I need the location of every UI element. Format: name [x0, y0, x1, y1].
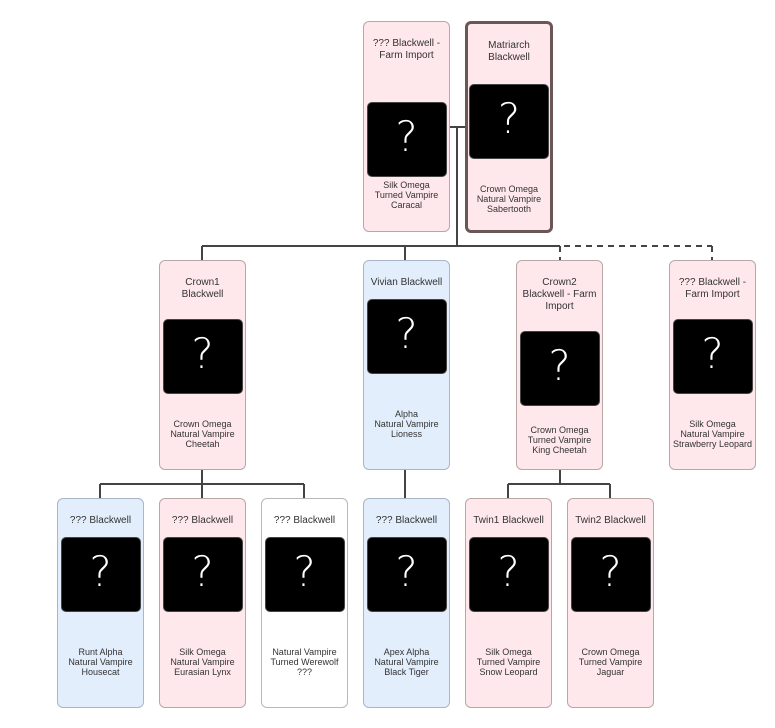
trait-line: Lioness	[390, 429, 423, 439]
person-name: Twin2 Blackwell	[575, 515, 646, 526]
trait-line: Alpha	[394, 409, 419, 419]
person-name: Vivian Blackwell	[370, 277, 443, 288]
portrait-placeholder-icon: ?	[162, 319, 243, 394]
question-mark-icon: ?	[599, 547, 622, 596]
trait-line: Crown Omega	[479, 184, 539, 194]
person-name: ??? Blackwell	[69, 515, 132, 526]
question-mark-icon: ?	[497, 94, 521, 143]
portrait-placeholder-icon: ?	[469, 84, 549, 159]
person-name: Crown1 Blackwell	[181, 277, 224, 300]
portrait-placeholder-icon: ?	[672, 319, 753, 394]
question-mark-icon: ?	[395, 547, 418, 596]
portrait-placeholder-icon: ?	[519, 331, 600, 406]
trait-line: Strawberry Leopard	[672, 439, 753, 449]
trait-line: Natural Vampire	[170, 429, 235, 439]
trait-line: Silk Omega	[689, 419, 736, 429]
trait-line: Silk Omega	[383, 180, 430, 190]
trait-line: Crown Omega	[173, 419, 232, 429]
portrait-placeholder-icon: ?	[162, 537, 243, 612]
question-mark-icon: ?	[191, 329, 214, 378]
trait-line: Natural Vampire	[170, 657, 235, 667]
trait-line: Natural Vampire	[680, 429, 745, 439]
trait-line: Silk Omega	[179, 647, 226, 657]
question-mark-icon: ?	[293, 547, 316, 596]
trait-line: Apex Alpha	[383, 647, 430, 657]
trait-line: King Cheetah	[532, 445, 587, 455]
person-name: ??? Blackwell - Farm Import	[678, 277, 747, 300]
question-mark-icon: ?	[497, 547, 520, 596]
trait-line: ???	[296, 667, 313, 677]
portrait-placeholder-icon: ?	[366, 299, 447, 374]
person-name: ??? Blackwell	[375, 515, 438, 526]
trait-line: Natural Vampire	[374, 657, 439, 667]
portrait-placeholder-icon: ?	[570, 537, 651, 612]
trait-line: Turned Vampire	[578, 657, 643, 667]
trait-line: Natural Vampire	[68, 657, 133, 667]
trait-line: Jaguar	[596, 667, 625, 677]
trait-line: Sabertooth	[486, 204, 532, 214]
person-name: ??? Blackwell	[273, 515, 336, 526]
person-name: Matriarch Blackwell	[488, 40, 530, 63]
person-name: Twin1 Blackwell	[473, 515, 544, 526]
person-card-c3[interactable]: Crown2 Blackwell - Farm Import? Crown Ome…	[516, 260, 603, 470]
trait-line: Eurasian Lynx	[174, 667, 231, 677]
portrait-placeholder-icon: ?	[366, 102, 447, 177]
portrait-placeholder-icon: ?	[264, 537, 345, 612]
question-mark-icon: ?	[701, 329, 724, 378]
trait-line: Runt Alpha	[78, 647, 123, 657]
trait-line: Turned Werewolf	[270, 657, 339, 667]
person-name: ??? Blackwell	[171, 515, 234, 526]
question-mark-icon: ?	[191, 547, 214, 596]
trait-line: Silk Omega	[485, 647, 532, 657]
trait-line: Natural Vampire	[374, 419, 439, 429]
question-mark-icon: ?	[89, 547, 112, 596]
trait-line: Turned Vampire	[374, 190, 439, 200]
person-name: Crown2 Blackwell - Farm Import	[522, 277, 597, 312]
trait-line: Crown Omega	[581, 647, 640, 657]
trait-line: Turned Vampire	[476, 657, 541, 667]
question-mark-icon: ?	[548, 341, 571, 390]
portrait-placeholder-icon: ?	[468, 537, 549, 612]
trait-line: Snow Leopard	[479, 667, 538, 677]
trait-line: Black Tiger	[384, 667, 429, 677]
trait-line: Natural Vampire	[476, 194, 542, 204]
trait-line: Crown Omega	[530, 425, 589, 435]
trait-line: Cheetah	[185, 439, 220, 449]
question-mark-icon: ?	[395, 309, 418, 358]
portrait-placeholder-icon: ?	[60, 537, 141, 612]
question-mark-icon: ?	[395, 112, 418, 161]
trait-line: Turned Vampire	[527, 435, 592, 445]
trait-line: Housecat	[81, 667, 120, 677]
person-name: ??? Blackwell - Farm Import	[372, 38, 441, 61]
portrait-placeholder-icon: ?	[366, 537, 447, 612]
trait-line: Natural Vampire	[272, 647, 337, 657]
trait-line: Caracal	[390, 200, 422, 210]
